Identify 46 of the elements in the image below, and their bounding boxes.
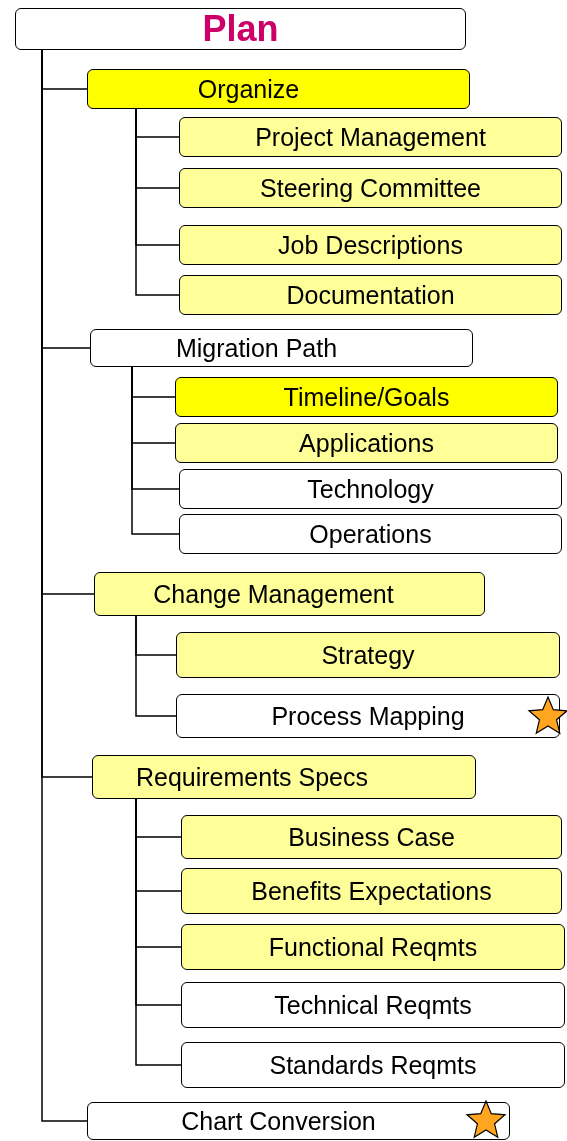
topic-label: Functional Reqmts: [268, 934, 478, 960]
topic-label: Plan: [202, 11, 279, 47]
topic-box: [179, 514, 562, 554]
title-box: [15, 8, 466, 50]
topic-label: Strategy: [321, 642, 415, 668]
topic-box: [94, 572, 485, 616]
topic-box: [87, 69, 470, 109]
topic-label: Project Management: [255, 124, 486, 150]
topic-box: [179, 225, 562, 265]
topic-label: Chart Conversion: [181, 1108, 376, 1134]
topic-box: [179, 275, 562, 315]
topic-box: [179, 168, 562, 208]
topic-box: [176, 694, 560, 738]
topic-label: Applications: [299, 430, 434, 456]
connector-line: [135, 615, 177, 717]
topic-box: [92, 755, 476, 799]
topic-label: Timeline/Goals: [283, 384, 450, 410]
topic-label: Business Case: [288, 824, 455, 850]
topic-box: [179, 117, 562, 157]
topic-label: Technical Reqmts: [274, 992, 472, 1018]
topic-box: [87, 1102, 510, 1140]
topic-label: Process Mapping: [271, 703, 465, 729]
topic-box: [181, 868, 562, 914]
topic-box: [176, 632, 560, 678]
topic-label: Steering Committee: [260, 175, 481, 201]
topic-label: Standards Reqmts: [269, 1052, 477, 1078]
topic-box: [175, 377, 558, 417]
topic-box: [181, 1042, 565, 1088]
topic-label: Requirements Specs: [135, 764, 369, 790]
topic-box: [181, 924, 565, 970]
topic-label: Job Descriptions: [278, 232, 463, 258]
connector-line: [135, 798, 182, 1066]
topic-label: Organize: [197, 76, 300, 102]
topic-label: Benefits Expectations: [251, 878, 492, 904]
connector-line: [135, 108, 180, 296]
topic-label: Operations: [309, 521, 432, 547]
topic-label: Migration Path: [175, 335, 338, 361]
topic-box: [181, 815, 562, 859]
topic-box: [175, 423, 558, 463]
topic-box: [179, 469, 562, 509]
topic-label: Technology: [307, 476, 434, 502]
topic-box: [181, 982, 565, 1028]
topic-box: [90, 329, 473, 367]
topic-label: Change Management: [153, 581, 394, 607]
connector-line: [131, 366, 180, 535]
topic-label: Documentation: [286, 282, 455, 308]
